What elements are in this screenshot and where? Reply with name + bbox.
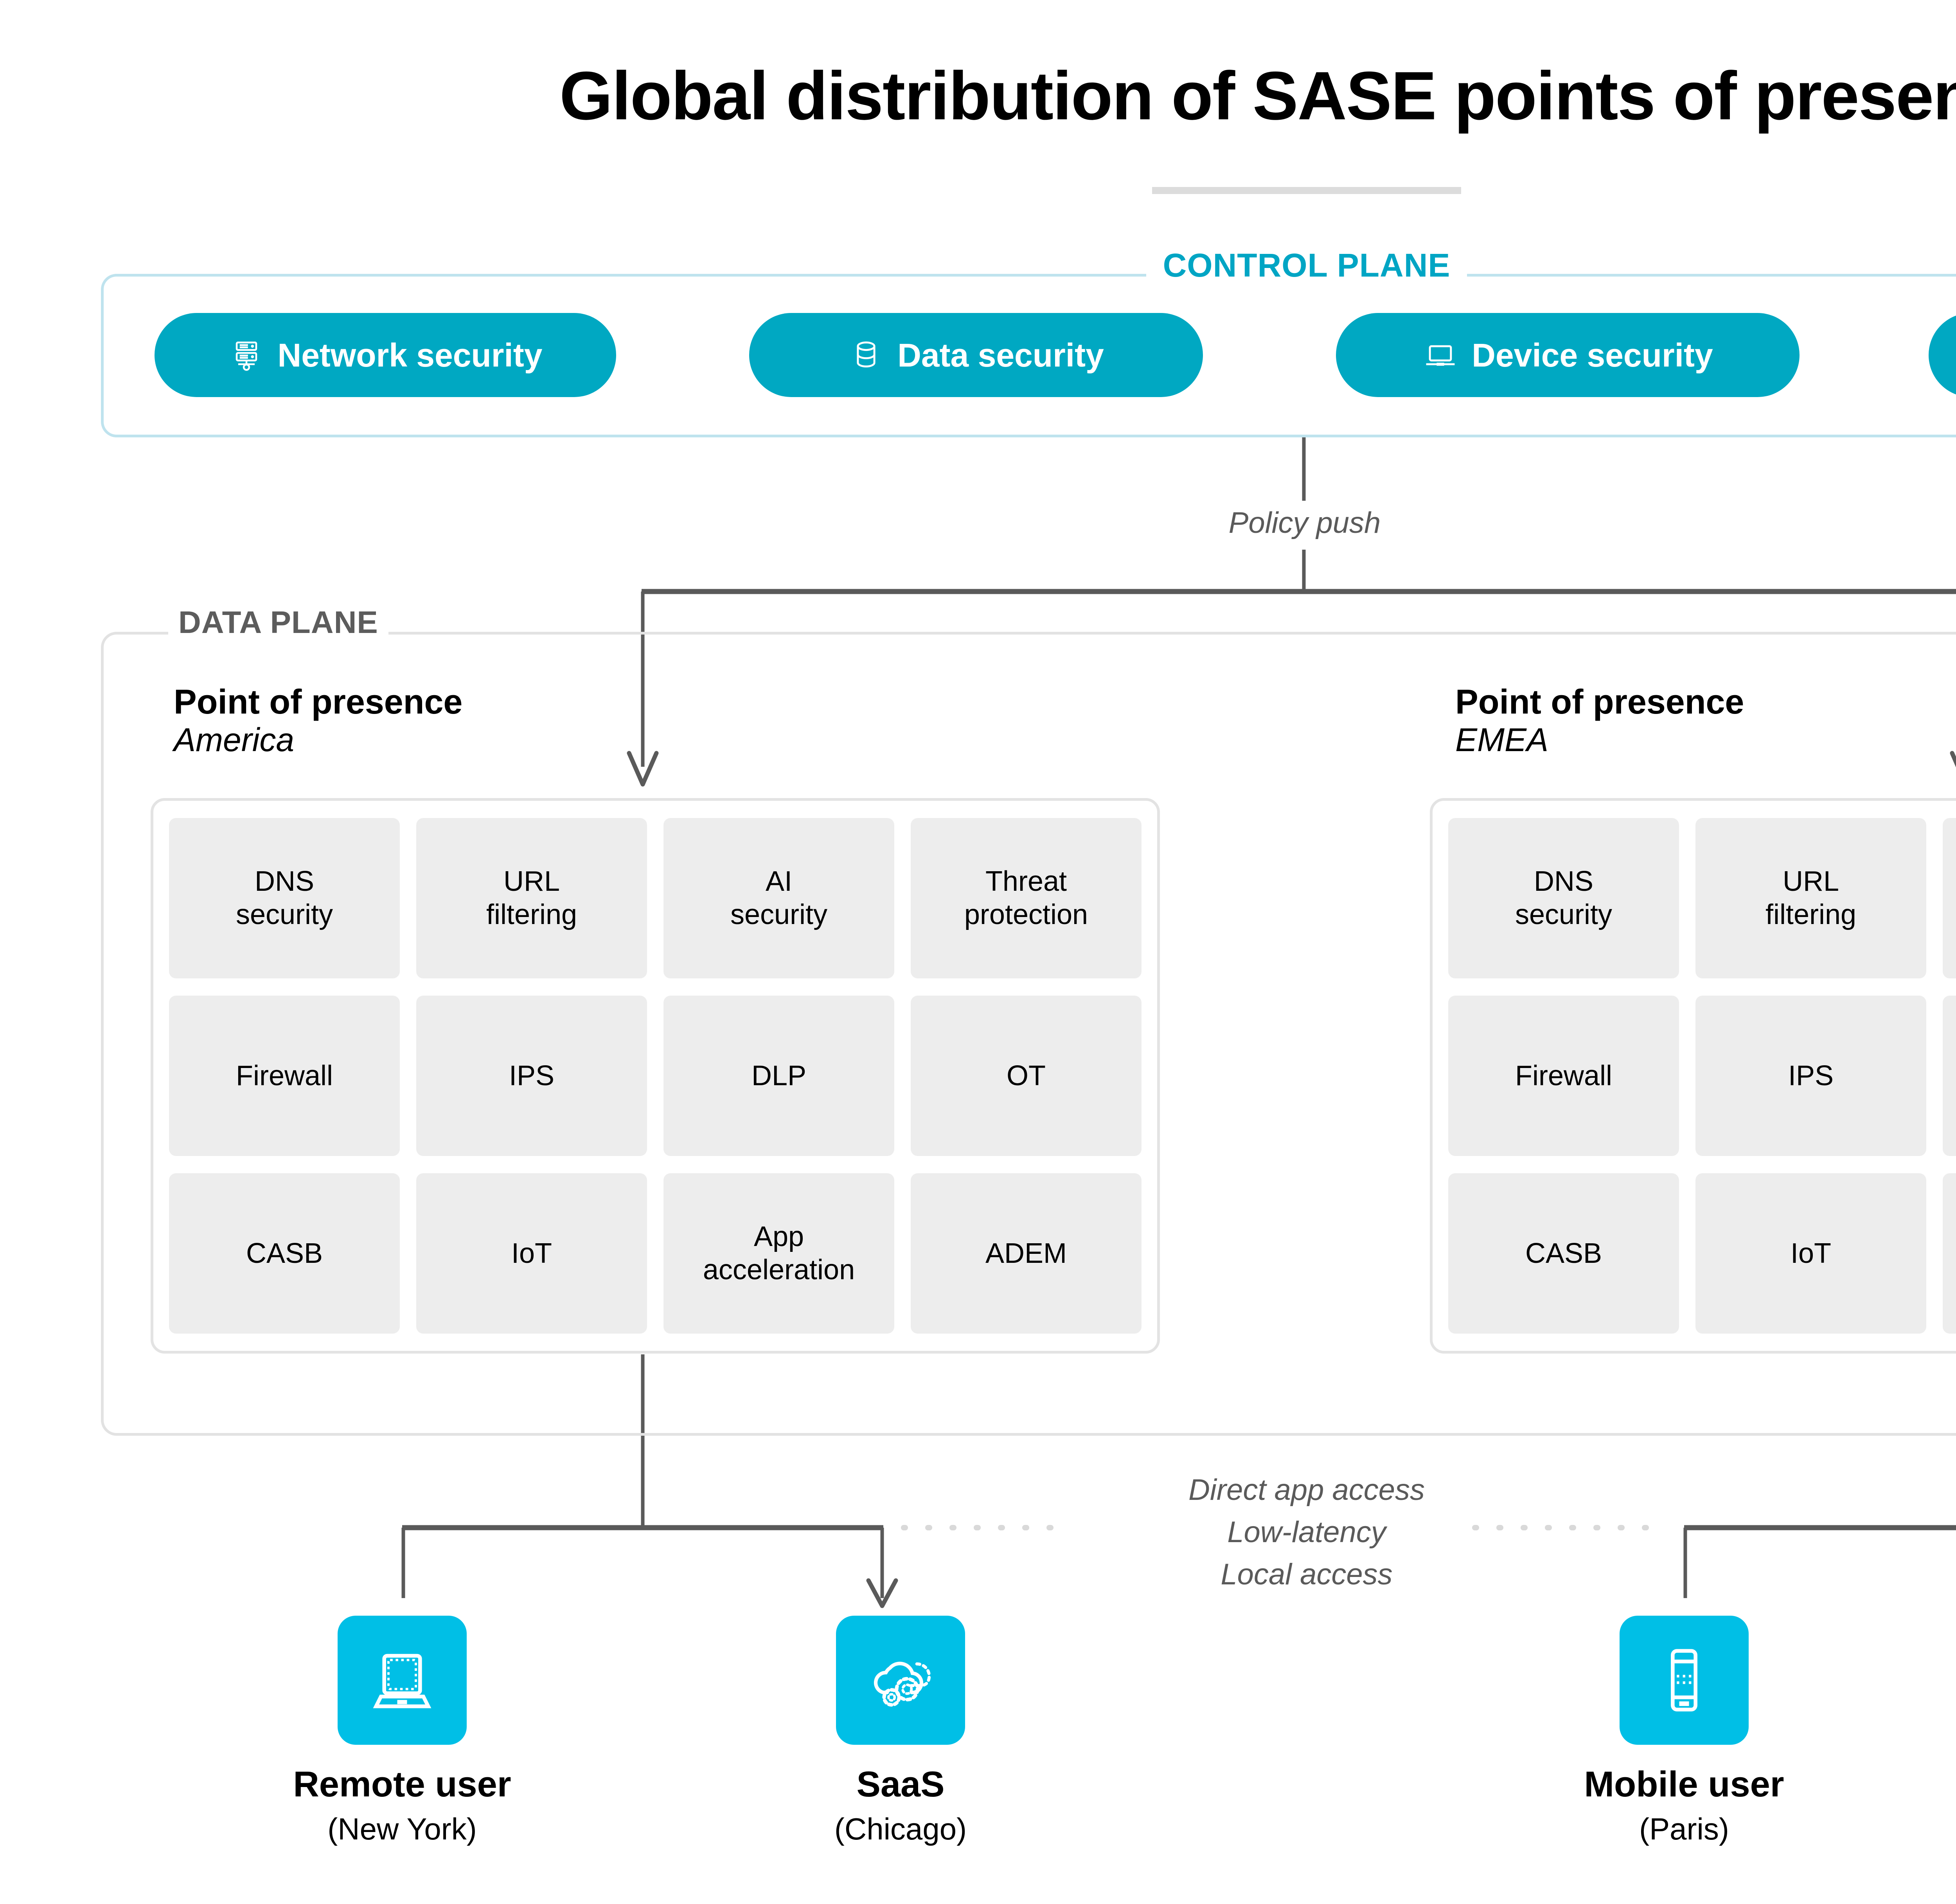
service-tile[interactable]: Firewall	[169, 996, 400, 1156]
service-tile[interactable]: Firewall	[1448, 996, 1679, 1156]
service-tile[interactable]: Threat protection	[911, 818, 1142, 978]
service-tile[interactable]: AI security	[1943, 818, 1956, 978]
endpoint-name: SaaS	[856, 1764, 945, 1804]
pop-title: Point of presence	[1455, 682, 1744, 721]
pop-title: Point of presence	[174, 682, 463, 721]
service-tile[interactable]: IPS	[416, 996, 647, 1156]
pop-services-emea: DNS security URL filtering AI security T…	[1430, 798, 1956, 1354]
service-tile[interactable]: DNS security	[1448, 818, 1679, 978]
service-tile[interactable]: AI security	[663, 818, 894, 978]
endpoint-icon-tile	[1620, 1616, 1749, 1745]
endpoint-icon-tile	[338, 1616, 467, 1745]
pop-services-america: DNS security URL filtering AI security T…	[151, 798, 1160, 1354]
service-tile[interactable]: CASB	[1448, 1173, 1679, 1334]
control-item-label: Network security	[277, 336, 543, 374]
mobile-phone-icon	[1645, 1641, 1723, 1719]
service-tile-grid: DNS security URL filtering AI security T…	[169, 818, 1142, 1334]
service-tile[interactable]: IoT	[416, 1173, 647, 1334]
pop-region: America	[174, 721, 295, 758]
pop-heading-emea: Point of presence EMEA	[1455, 682, 1744, 758]
service-tile[interactable]: App acceleration	[663, 1173, 894, 1334]
service-tile[interactable]: URL filtering	[416, 818, 647, 978]
title-divider	[1152, 187, 1461, 194]
control-item-network-security[interactable]: Network security	[155, 313, 616, 397]
page-title: Global distribution of SASE points of pr…	[559, 58, 1956, 134]
control-item-data-security[interactable]: Data security	[749, 313, 1203, 397]
service-tile[interactable]: IPS	[1695, 996, 1926, 1156]
service-tile[interactable]: CASB	[169, 1173, 400, 1334]
endpoint-name: Mobile user	[1584, 1764, 1784, 1804]
control-item-label: Device security	[1472, 336, 1713, 374]
pop-heading-america: Point of presence America	[174, 682, 463, 758]
control-item-device-security[interactable]: Device security	[1336, 313, 1800, 397]
network-server-icon	[228, 337, 264, 373]
control-plane-panel	[101, 274, 1956, 437]
endpoint-name: Remote user	[293, 1764, 511, 1804]
cloud-gears-icon	[861, 1641, 940, 1719]
endpoint-location: (New York)	[327, 1812, 477, 1846]
endpoint-location: (Chicago)	[834, 1812, 967, 1846]
control-item-label: Data security	[897, 336, 1104, 374]
endpoint-mobile-user[interactable]: Mobile user (Paris)	[1528, 1616, 1841, 1846]
service-tile[interactable]: OT	[911, 996, 1142, 1156]
service-tile[interactable]: App acceleration	[1943, 1173, 1956, 1334]
database-icon	[848, 337, 884, 373]
service-tile[interactable]: DNS security	[169, 818, 400, 978]
service-tile[interactable]: URL filtering	[1695, 818, 1926, 978]
endpoint-icon-tile	[836, 1616, 965, 1745]
endpoint-location: (Paris)	[1639, 1812, 1729, 1846]
service-tile[interactable]: ADEM	[911, 1173, 1142, 1334]
data-plane-label: DATA PLANE	[168, 604, 388, 640]
pop-region: EMEA	[1455, 721, 1549, 758]
control-plane-label: CONTROL PLANE	[1146, 246, 1467, 284]
laptop-icon	[1422, 337, 1458, 373]
service-tile[interactable]: DLP	[663, 996, 894, 1156]
service-tile[interactable]: IoT	[1695, 1173, 1926, 1334]
endpoint-remote-user[interactable]: Remote user (New York)	[246, 1616, 559, 1846]
laptop-icon	[363, 1641, 441, 1719]
data-plane-panel	[101, 632, 1956, 1436]
service-tile-grid: DNS security URL filtering AI security T…	[1448, 818, 1956, 1334]
policy-push-label: Policy push	[1095, 503, 1514, 543]
endpoint-saas[interactable]: SaaS (Chicago)	[744, 1616, 1057, 1846]
service-tile[interactable]: DLP	[1943, 996, 1956, 1156]
access-notes: Direct app access Low-latency Local acce…	[1188, 1473, 1425, 1591]
